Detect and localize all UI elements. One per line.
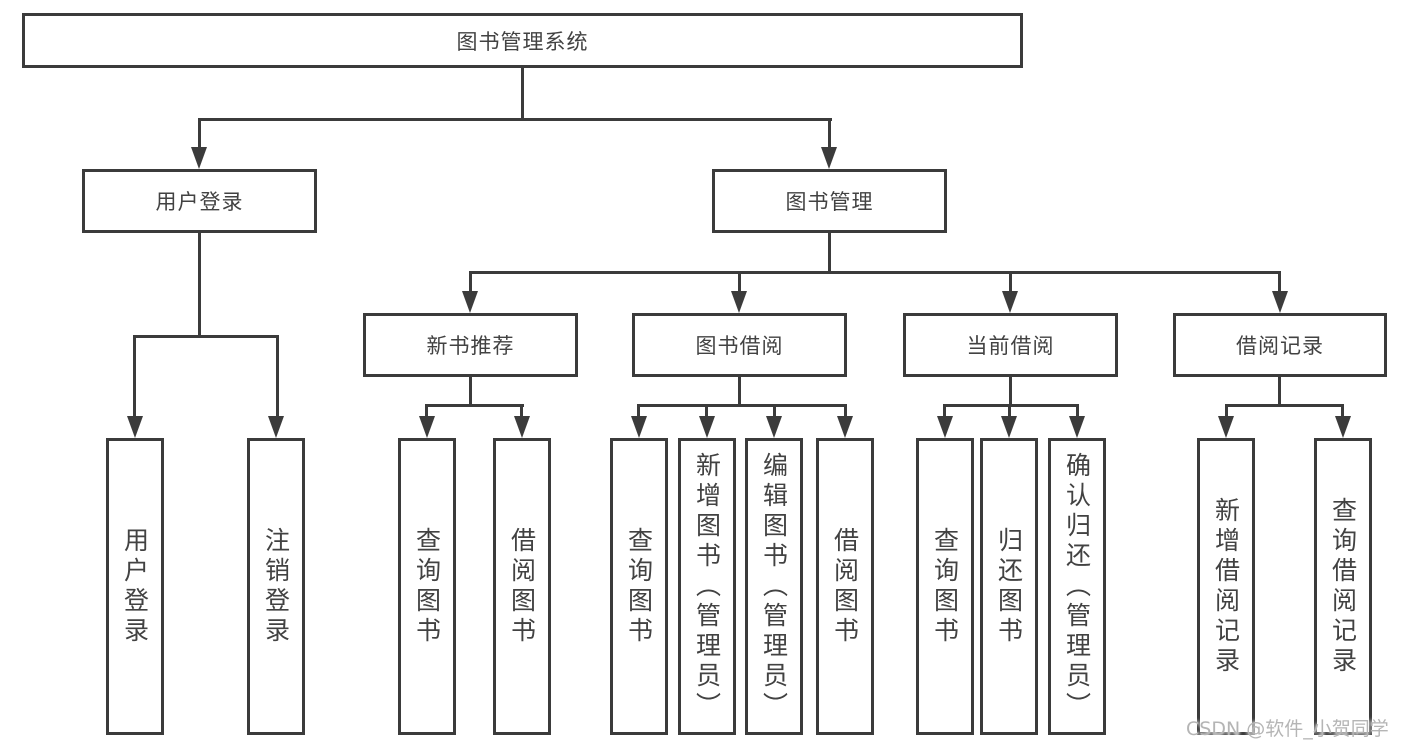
node-label: 编辑图书（管理员） xyxy=(759,451,789,722)
arrowhead-icon xyxy=(127,416,143,438)
connector-line xyxy=(828,233,831,274)
node-confirm-return-admin: 确认归还（管理员） xyxy=(1048,438,1106,735)
node-return-books: 归还图书 xyxy=(980,438,1038,735)
node-label: 新增借阅记录 xyxy=(1211,496,1241,677)
connector-line xyxy=(198,118,201,151)
node-current-borrowing: 当前借阅 xyxy=(903,313,1118,377)
node-library-system: 图书管理系统 xyxy=(22,13,1023,68)
connector-line xyxy=(738,377,741,407)
arrowhead-icon xyxy=(731,291,747,313)
node-borrowing-records: 借阅记录 xyxy=(1173,313,1387,377)
node-label: 借阅图书 xyxy=(507,526,537,647)
connector-line xyxy=(943,404,1079,407)
connector-line xyxy=(1009,377,1012,407)
connector-line xyxy=(469,271,472,295)
csdn-watermark: CSDN @软件_小贺同学 xyxy=(1186,718,1389,740)
arrowhead-icon xyxy=(631,416,647,438)
connector-line xyxy=(773,404,776,420)
node-label: 图书管理系统 xyxy=(456,29,589,54)
node-label: 查询图书 xyxy=(930,526,960,647)
arrowhead-icon xyxy=(268,416,284,438)
connector-line xyxy=(425,404,524,407)
arrowhead-icon xyxy=(766,416,782,438)
connector-line xyxy=(1008,404,1011,420)
node-user-login: 用户登录 xyxy=(106,438,164,735)
node-label: 查询借阅记录 xyxy=(1328,496,1358,677)
connector-line xyxy=(469,271,1281,274)
node-label: 借阅记录 xyxy=(1236,334,1324,358)
node-label: 查询图书 xyxy=(624,526,654,647)
node-label: 新书推荐 xyxy=(426,334,515,358)
arrowhead-icon xyxy=(1218,416,1234,438)
node-label: 借阅图书 xyxy=(830,526,860,647)
node-add-borrow-record: 新增借阅记录 xyxy=(1197,438,1255,735)
connector-line xyxy=(637,404,847,407)
connector-line xyxy=(198,233,201,338)
connector-line xyxy=(425,404,428,420)
connector-line xyxy=(828,118,831,151)
arrowhead-icon xyxy=(191,147,207,169)
node-query-borrow-record: 查询借阅记录 xyxy=(1314,438,1372,735)
node-query-books-borrowing: 查询图书 xyxy=(610,438,668,735)
arrowhead-icon xyxy=(1272,291,1288,313)
arrowhead-icon xyxy=(1002,291,1018,313)
node-book-management: 图书管理 xyxy=(712,169,947,233)
connector-line xyxy=(1076,404,1079,420)
arrowhead-icon xyxy=(419,416,435,438)
connector-line xyxy=(276,335,279,419)
node-label: 归还图书 xyxy=(994,526,1024,647)
connector-line xyxy=(1225,404,1228,420)
node-user-login-branch: 用户登录 xyxy=(82,169,317,233)
node-label: 查询图书 xyxy=(412,526,442,647)
arrowhead-icon xyxy=(937,416,953,438)
node-label: 当前借阅 xyxy=(966,334,1055,358)
node-new-book-recommendation: 新书推荐 xyxy=(363,313,578,377)
connector-line xyxy=(943,404,946,420)
arrowhead-icon xyxy=(1335,416,1351,438)
node-label: 注销登录 xyxy=(261,526,291,647)
arrowhead-icon xyxy=(699,416,715,438)
connector-line xyxy=(738,271,741,295)
node-add-books-admin: 新增图书（管理员） xyxy=(678,438,736,735)
connector-line xyxy=(1341,404,1344,420)
connector-line xyxy=(844,404,847,420)
arrowhead-icon xyxy=(462,291,478,313)
connector-line xyxy=(521,68,524,120)
node-query-books-recommend: 查询图书 xyxy=(398,438,456,735)
node-logout: 注销登录 xyxy=(247,438,305,735)
node-borrow-books: 借阅图书 xyxy=(816,438,874,735)
arrowhead-icon xyxy=(821,147,837,169)
connector-line xyxy=(133,335,279,338)
arrowhead-icon xyxy=(1001,416,1017,438)
node-label: 用户登录 xyxy=(155,190,244,214)
node-label: 图书管理 xyxy=(785,190,874,214)
connector-line xyxy=(1278,271,1281,295)
node-label: 新增图书（管理员） xyxy=(692,451,722,722)
connector-line xyxy=(469,377,472,407)
connector-line xyxy=(1009,271,1012,295)
arrowhead-icon xyxy=(837,416,853,438)
connector-line xyxy=(1225,404,1344,407)
arrowhead-icon xyxy=(514,416,530,438)
connector-line xyxy=(705,404,708,420)
connector-line xyxy=(198,118,832,121)
node-query-books-current: 查询图书 xyxy=(916,438,974,735)
connector-line xyxy=(133,335,136,419)
node-edit-books-admin: 编辑图书（管理员） xyxy=(745,438,803,735)
node-label: 图书借阅 xyxy=(695,334,784,358)
connector-line xyxy=(1278,377,1281,407)
connector-line xyxy=(520,404,523,420)
node-book-borrowing: 图书借阅 xyxy=(632,313,847,377)
node-label: 用户登录 xyxy=(120,526,150,647)
arrowhead-icon xyxy=(1069,416,1085,438)
node-label: 确认归还（管理员） xyxy=(1062,451,1092,722)
node-borrow-books-recommend: 借阅图书 xyxy=(493,438,551,735)
connector-line xyxy=(637,404,640,420)
